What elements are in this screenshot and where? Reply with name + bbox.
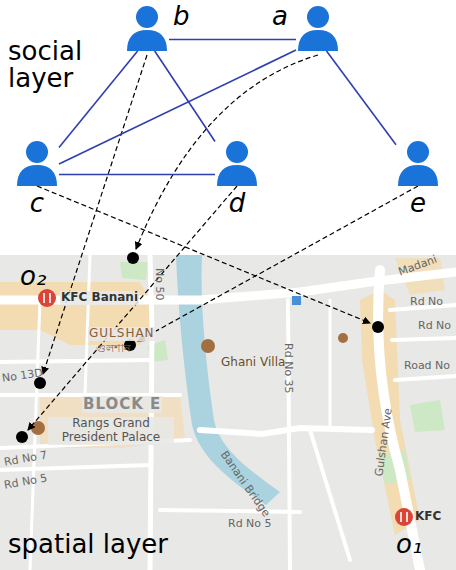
map-label: Rd No	[410, 296, 443, 309]
social-link	[59, 174, 215, 176]
social-link	[155, 51, 215, 142]
layer-title: spatial layer	[8, 530, 168, 560]
map-label: KFC Banani	[60, 291, 139, 305]
user-icon: e	[396, 140, 440, 186]
user-icon: a	[296, 5, 340, 51]
map-label: Rd No 35	[281, 343, 294, 394]
person-symbol	[215, 140, 259, 186]
map-label: Rd No 5	[228, 518, 272, 531]
map-label: গুলশান	[96, 343, 131, 356]
person-symbol	[296, 5, 340, 51]
user-letter: a	[272, 1, 288, 31]
user-letter: b	[173, 1, 190, 31]
map-label: KFC	[415, 510, 441, 524]
map-label: Ghani Villa	[220, 356, 286, 370]
user-icon: b	[125, 5, 169, 51]
person-symbol	[125, 5, 169, 51]
map-label: BLOCK E	[82, 396, 162, 413]
social-link	[169, 39, 296, 41]
person-symbol	[396, 140, 440, 186]
user-letter: c	[15, 188, 59, 218]
user-icon: c	[15, 140, 59, 186]
social-link	[59, 50, 296, 164]
user-letter: e	[396, 188, 440, 218]
map-label: Rd No	[418, 320, 451, 333]
layer-title: social layer	[8, 38, 128, 93]
object-label: o₁	[396, 530, 422, 560]
map-label: GULSHAN	[88, 327, 156, 341]
map-label: Rangs Grand President Palace	[48, 417, 174, 445]
map-label: No 50	[152, 268, 165, 300]
person-symbol	[15, 140, 59, 186]
social-link	[327, 51, 396, 145]
user-letter: d	[215, 188, 259, 218]
map-label: Road No	[404, 360, 450, 373]
object-label: o₂	[20, 262, 46, 292]
user-icon: d	[215, 140, 259, 186]
